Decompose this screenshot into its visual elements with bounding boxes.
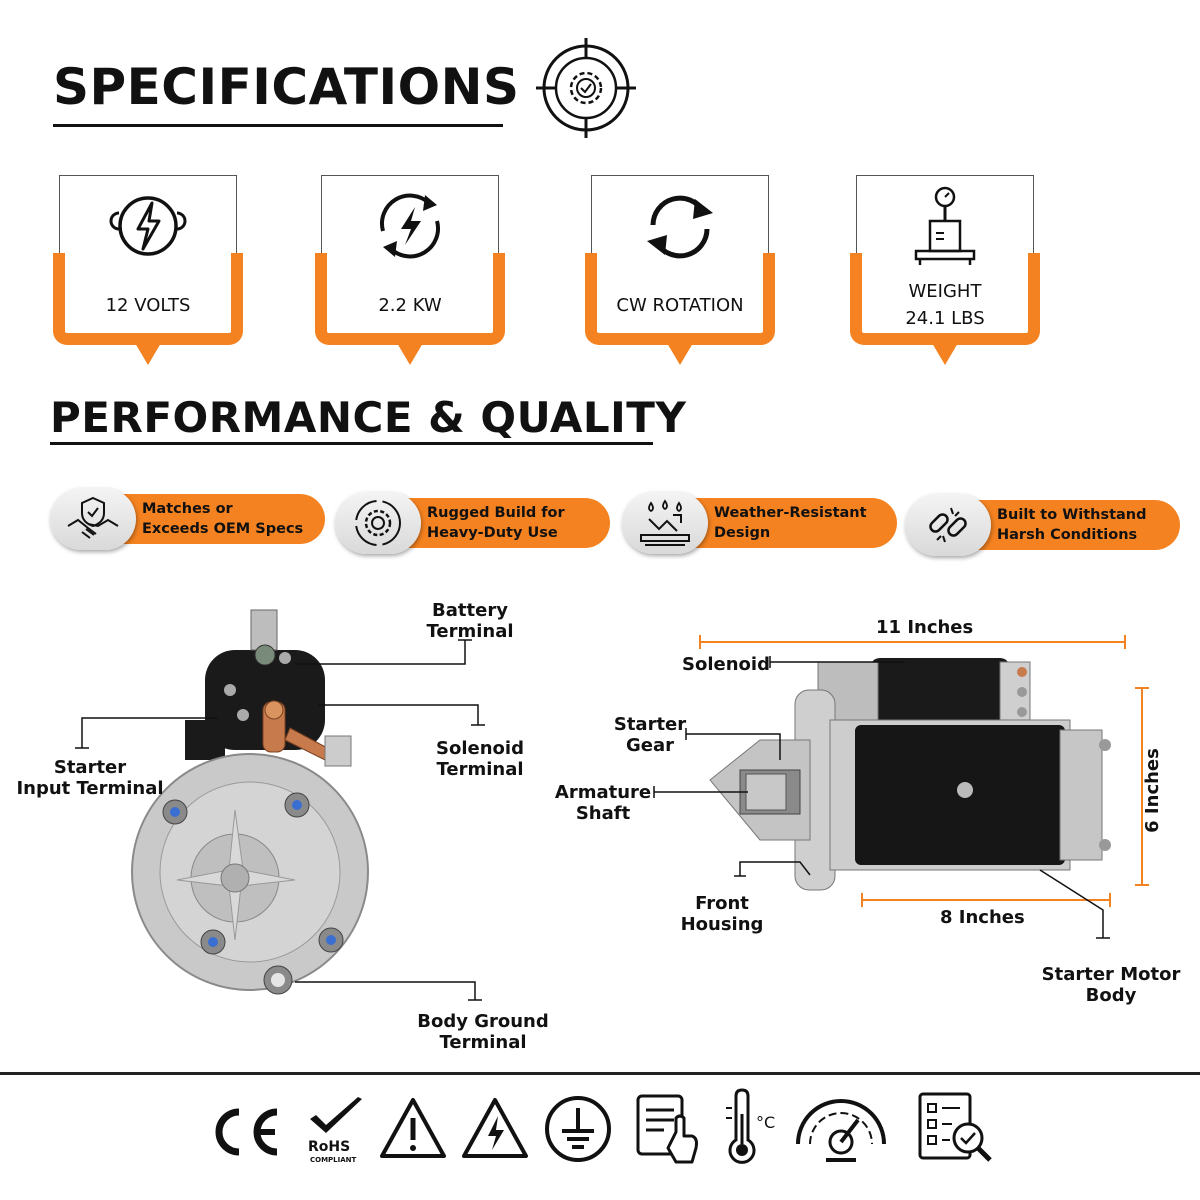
spec-label: WEIGHT 24.1 LBS	[905, 281, 985, 329]
starter-side-view-image	[700, 650, 1120, 900]
height-dimension-label: 6 Inches	[1141, 748, 1163, 833]
quality-item-oem: Matches or Exceeds OEM Specs	[50, 488, 325, 550]
checklist-icon	[914, 1090, 996, 1166]
solenoid-terminal-callout: Solenoid Terminal	[436, 738, 524, 780]
quality-item-rugged: Rugged Build for Heavy-Duty Use	[335, 492, 610, 554]
armature-shaft-callout: Armature Shaft	[554, 782, 652, 824]
performance-heading: PERFORMANCE & QUALITY	[50, 393, 687, 442]
lightning-plug-icon	[105, 183, 191, 269]
specifications-underline	[53, 124, 503, 127]
water-drop-icon	[622, 492, 708, 554]
target-gear-icon	[528, 38, 644, 138]
svg-text:°C: °C	[756, 1113, 775, 1132]
handshake-shield-icon	[50, 488, 136, 550]
dimension-lines	[653, 635, 1149, 939]
spec-label: 12 VOLTS	[105, 294, 191, 316]
high-voltage-icon	[460, 1096, 530, 1162]
specifications-heading: SPECIFICATIONS	[53, 58, 520, 116]
starter-gear-callout: Starter Gear	[613, 714, 687, 756]
quality-label: Weather-Resistant Design	[714, 505, 867, 541]
quality-label: Built to Withstand Harsh Conditions	[997, 507, 1147, 543]
gear-cycle-icon	[335, 492, 421, 554]
length-dimension-label: 11 Inches	[876, 617, 974, 638]
rohs-icon: RoHS COMPLIANT	[304, 1095, 368, 1167]
battery-terminal-callout: Battery Terminal	[426, 600, 514, 642]
ce-icon: CE	[205, 1100, 285, 1164]
footer-divider	[0, 1072, 1200, 1075]
rotation-arrows-icon	[637, 183, 723, 269]
starter-input-terminal-callout: Starter Input Terminal	[16, 757, 164, 799]
quality-label: Rugged Build for Heavy-Duty Use	[427, 505, 565, 541]
spec-label: 2.2 KW	[378, 294, 442, 316]
body-length-dimension-label: 8 Inches	[940, 907, 1025, 928]
spec-card-power: 2.2 KW	[315, 175, 505, 370]
solenoid-callout: Solenoid	[682, 654, 770, 675]
front-housing-callout: Front Housing	[680, 893, 764, 935]
performance-underline	[50, 442, 653, 445]
ground-icon	[543, 1094, 613, 1164]
quality-label: Matches or Exceeds OEM Specs	[142, 501, 304, 537]
body-ground-terminal-callout: Body Ground Terminal	[417, 1011, 549, 1053]
quality-item-harsh: Built to Withstand Harsh Conditions	[905, 494, 1180, 556]
left-callout-lines	[75, 639, 485, 1001]
thermometer-icon: °C	[716, 1088, 780, 1168]
broken-chain-icon	[905, 494, 991, 556]
spec-label: CW ROTATION	[616, 294, 744, 316]
warning-icon	[378, 1096, 448, 1162]
starter-front-view-image	[125, 600, 385, 1010]
rohs-label: RoHS	[308, 1139, 351, 1155]
manual-icon	[632, 1092, 704, 1166]
starter-motor-body-callout: Starter Motor Body	[1041, 964, 1181, 1006]
spec-card-weight: WEIGHT 24.1 LBS	[850, 175, 1040, 370]
weight-scale-icon	[902, 183, 988, 269]
gauge-icon	[792, 1090, 890, 1166]
spec-card-rotation: CW ROTATION	[585, 175, 775, 370]
quality-item-weather: Weather-Resistant Design	[622, 492, 897, 554]
rohs-compliant-label: COMPLIANT	[310, 1156, 357, 1164]
spec-card-voltage: 12 VOLTS	[53, 175, 243, 370]
power-cycle-icon	[367, 183, 453, 269]
